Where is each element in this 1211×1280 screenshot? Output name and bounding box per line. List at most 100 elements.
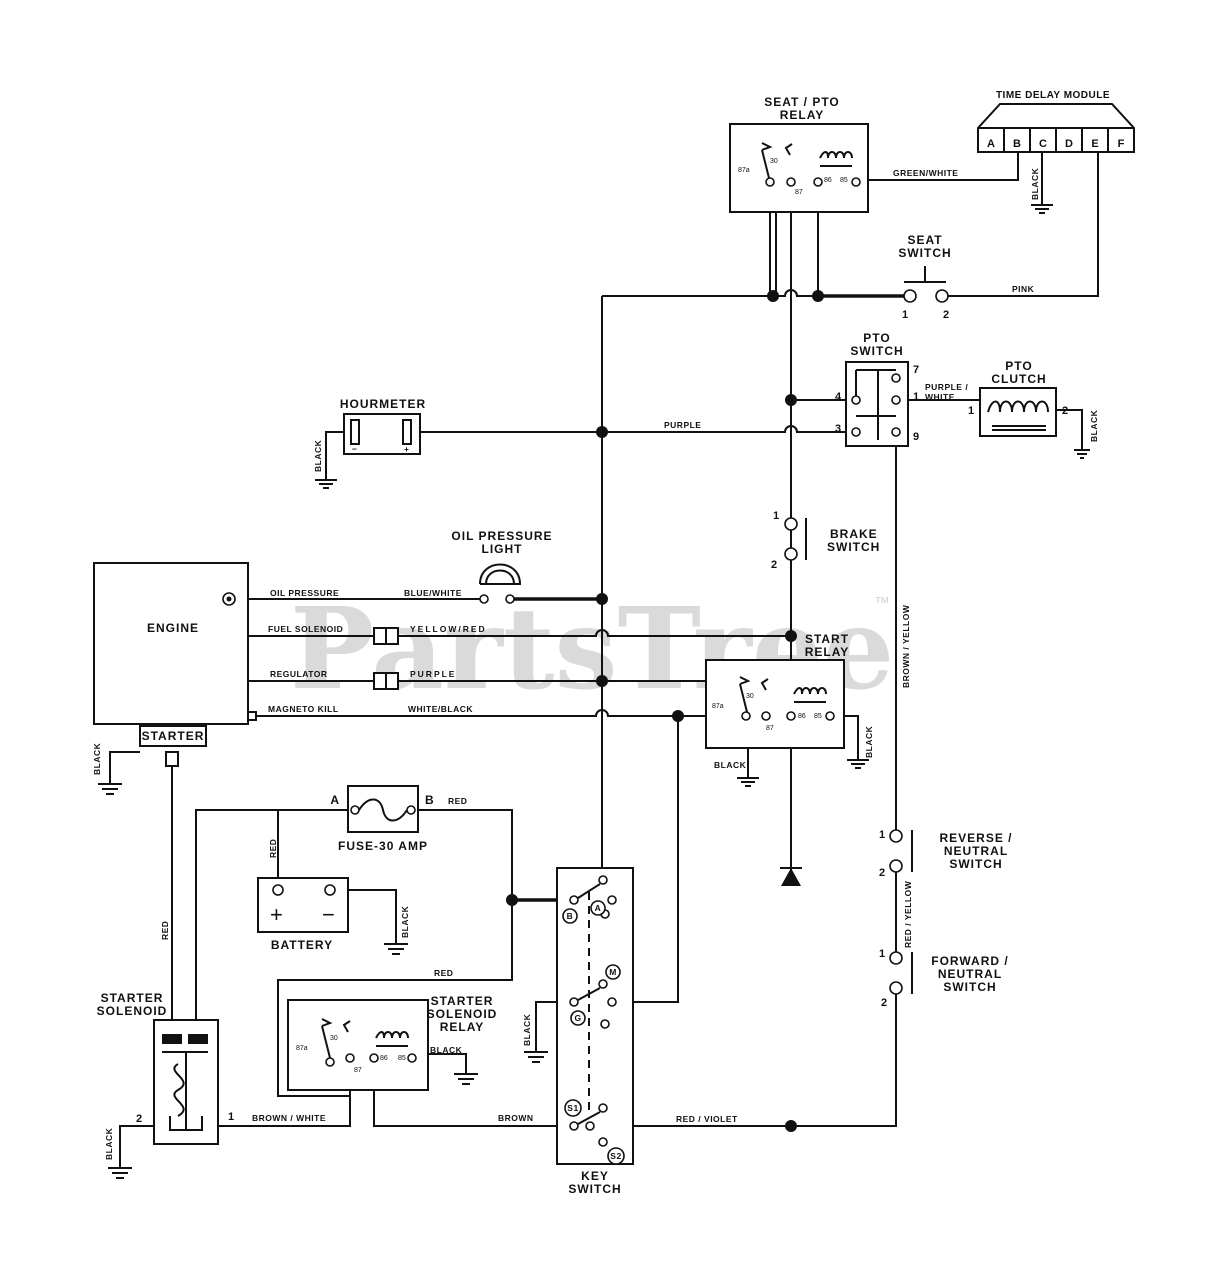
seat-switch-title: SEAT <box>907 233 942 247</box>
time-delay-module: TIME DELAY MODULE A B C D E F <box>977 90 1135 153</box>
key-terminal-a: A <box>595 903 602 913</box>
seat-switch: SEAT SWITCH 1 2 <box>898 233 951 321</box>
brake-switch-title: BRAKE <box>830 527 878 541</box>
brake-pin1: 1 <box>773 510 779 522</box>
start-relay-pin-87: 87 <box>766 725 774 732</box>
ssr-pin-30: 30 <box>330 1035 338 1042</box>
key-terminal-b: B <box>567 911 574 921</box>
ssr-pin-87: 87 <box>354 1067 362 1074</box>
key-switch-title-2: SWITCH <box>568 1182 621 1196</box>
tdm-pin-b: B <box>1013 138 1021 150</box>
wire-label-white-black: WHITE/BLACK <box>408 704 473 714</box>
fuse-pin-a: A <box>330 793 340 807</box>
reverse-title-2: NEUTRAL <box>944 844 1008 858</box>
pto-clutch-title: PTO <box>1005 359 1032 373</box>
wire-label-red-relay: RED <box>434 968 453 978</box>
ground-symbols <box>98 204 1090 1179</box>
wire-label-black-tdm: BLACK <box>1030 167 1040 200</box>
seat-pto-relay-title: SEAT / PTO <box>764 95 840 109</box>
forward-title-2: NEUTRAL <box>938 967 1002 981</box>
wire-label-black-battery: BLACK <box>400 905 410 938</box>
oil-light-title: OIL PRESSURE <box>451 529 552 543</box>
engine-out-fuel: FUEL SOLENOID <box>268 624 343 634</box>
pto-pin-4: 4 <box>835 391 842 403</box>
fuse: A B FUSE-30 AMP <box>330 785 434 853</box>
tdm-pin-d: D <box>1065 138 1073 150</box>
pto-pin-1: 1 <box>913 391 919 403</box>
forward-title: FORWARD / <box>931 954 1008 968</box>
starter-solenoid-relay: STARTER SOLENOID RELAY 87a 30 87 86 85 <box>287 994 496 1091</box>
pto-switch-title: PTO <box>863 331 890 345</box>
reverse-title: REVERSE / <box>939 831 1012 845</box>
key-terminal-m: M <box>609 967 617 977</box>
tdm-pin-e: E <box>1091 138 1098 150</box>
junctions <box>506 290 824 1132</box>
solenoid-pin2: 2 <box>136 1113 142 1125</box>
wire-label-purple-white-2: WHITE <box>925 392 955 402</box>
key-terminal-s1: S1 <box>567 1103 578 1113</box>
wire-label-black-clutch: BLACK <box>1089 409 1099 442</box>
wire-label-pink: PINK <box>1012 284 1035 294</box>
ssr-pin-86: 86 <box>380 1055 388 1062</box>
wire-label-black-key: BLACK <box>522 1013 532 1046</box>
wire-label-yellow-red: YELLOW/RED <box>410 624 487 634</box>
pto-pin-7: 7 <box>913 364 919 376</box>
reverse-pin2: 2 <box>879 867 885 879</box>
seat-pto-relay: SEAT / PTO RELAY 87a 30 87 86 85 <box>729 95 869 213</box>
pto-clutch: PTO CLUTCH 1 2 <box>968 359 1068 437</box>
wire-label-purple-reg: PURPLE <box>410 669 456 679</box>
oil-pressure-light: OIL PRESSURE LIGHT <box>451 529 552 604</box>
wire-label-red-starter: RED <box>160 921 170 940</box>
seat-switch-pin2: 2 <box>943 309 949 321</box>
wire-label-red-yellow: RED / YELLOW <box>903 880 913 948</box>
ssr-pin-87a: 87a <box>296 1045 308 1052</box>
diode <box>780 867 802 886</box>
wire-label-brown-yellow: BROWN / YELLOW <box>901 604 911 688</box>
key-switch-title: KEY <box>581 1169 609 1183</box>
battery-minus: − <box>322 902 335 927</box>
reverse-pin1: 1 <box>879 829 885 841</box>
wire-label-black-ssr: BLACK <box>430 1045 463 1055</box>
fuse-label: FUSE-30 AMP <box>338 839 428 853</box>
seat-pto-relay-title-2: RELAY <box>780 108 825 122</box>
wire-label-black-start: BLACK <box>714 760 747 770</box>
seat-relay-pin-85: 85 <box>840 177 848 184</box>
pto-pin-9: 9 <box>913 431 919 443</box>
wire-label-purple-white: PURPLE / <box>925 382 968 392</box>
battery-plus: + <box>270 902 283 927</box>
start-relay-title: START <box>805 632 849 646</box>
wire-label-red-battery: RED <box>268 839 278 858</box>
tdm-pin-c: C <box>1039 138 1047 150</box>
wire-label-purple: PURPLE <box>664 420 701 430</box>
brake-switch: 1 2 BRAKE SWITCH <box>771 510 880 571</box>
time-delay-title: TIME DELAY MODULE <box>996 90 1110 101</box>
pto-clutch-pin1: 1 <box>968 405 974 417</box>
seat-switch-title-2: SWITCH <box>898 246 951 260</box>
hourmeter-title: HOURMETER <box>340 397 426 411</box>
ssr-pin-85: 85 <box>398 1055 406 1062</box>
wire-label-black-hourmeter: BLACK <box>313 439 323 472</box>
wire-label-red-fuse: RED <box>448 796 467 806</box>
seat-relay-pin-30: 30 <box>770 158 778 165</box>
tdm-pin-a: A <box>987 138 995 150</box>
brake-switch-title-2: SWITCH <box>827 540 880 554</box>
wire-label-red-violet: RED / VIOLET <box>676 1114 738 1124</box>
forward-pin1: 1 <box>879 948 885 960</box>
engine-out-magneto: MAGNETO KILL <box>268 704 339 714</box>
pto-pin-3: 3 <box>835 423 841 435</box>
start-relay: START RELAY 87a 30 87 86 85 <box>705 632 850 749</box>
wire-label-black-engine: BLACK <box>92 742 102 775</box>
start-relay-title-2: RELAY <box>805 645 850 659</box>
ssr-title-3: RELAY <box>440 1020 485 1034</box>
seat-relay-pin-86: 86 <box>824 177 832 184</box>
wire-label-blue-white: BLUE/WHITE <box>404 588 462 598</box>
reverse-title-3: SWITCH <box>949 857 1002 871</box>
start-relay-pin-87a: 87a <box>712 703 724 710</box>
solenoid-pin1: 1 <box>228 1111 234 1123</box>
key-switch: B A M G S1 S2 KEY SWITCH <box>556 867 634 1196</box>
key-terminal-g: G <box>574 1013 581 1023</box>
starter-solenoid: STARTER SOLENOID 2 1 <box>97 991 234 1145</box>
seat-switch-pin1: 1 <box>902 309 908 321</box>
watermark-tm: ™ <box>874 595 890 612</box>
